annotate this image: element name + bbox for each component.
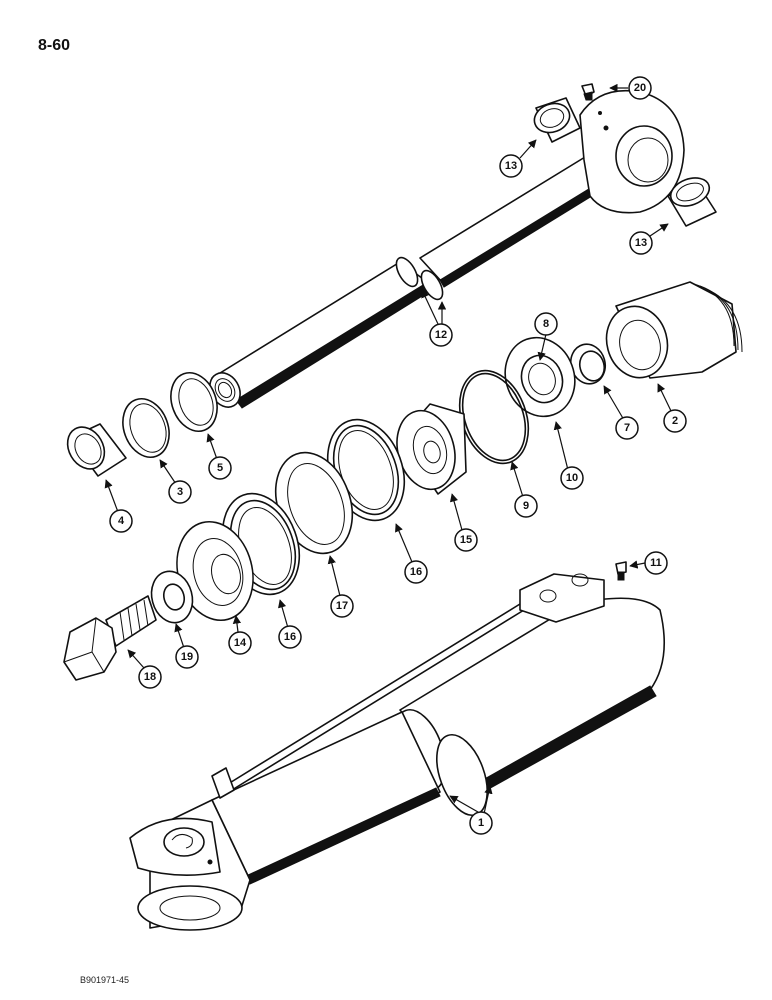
svg-text:4: 4 bbox=[118, 515, 125, 527]
callout-13-right: 13 bbox=[629, 231, 653, 255]
callout-7: 7 bbox=[615, 416, 639, 440]
callout-17: 17 bbox=[330, 594, 354, 618]
callout-3: 3 bbox=[168, 480, 192, 504]
svg-text:7: 7 bbox=[624, 422, 630, 434]
svg-text:2: 2 bbox=[672, 415, 678, 427]
bushing-top-right bbox=[667, 177, 717, 227]
callout-11: 11 bbox=[644, 551, 668, 575]
callout-16-upper: 16 bbox=[404, 560, 428, 584]
figure-code: B901971-45 bbox=[80, 975, 130, 985]
callout-8: 8 bbox=[534, 312, 558, 336]
svg-text:16: 16 bbox=[284, 631, 296, 643]
svg-text:17: 17 bbox=[336, 600, 348, 612]
grease-fitting-tube bbox=[615, 561, 627, 581]
callout-5: 4 bbox=[109, 509, 133, 533]
callout-13-top: 13 bbox=[499, 154, 523, 178]
svg-text:8: 8 bbox=[543, 318, 549, 330]
piston bbox=[396, 403, 467, 495]
cylinder-gland bbox=[605, 281, 743, 379]
svg-text:10: 10 bbox=[566, 472, 578, 484]
svg-text:1: 1 bbox=[478, 817, 484, 829]
svg-text:12: 12 bbox=[435, 329, 447, 341]
callout-10: 10 bbox=[560, 466, 584, 490]
svg-text:19: 19 bbox=[181, 651, 193, 663]
callout-9: 9 bbox=[514, 494, 538, 518]
piston-rod bbox=[209, 89, 685, 409]
callout-18: 18 bbox=[138, 665, 162, 689]
svg-text:14: 14 bbox=[234, 637, 247, 649]
callout-20: 20 bbox=[628, 76, 652, 100]
cap-screw bbox=[63, 595, 157, 681]
callout-19: 19 bbox=[175, 645, 199, 669]
callout-12: 12 bbox=[429, 323, 453, 347]
svg-text:20: 20 bbox=[634, 82, 646, 94]
rod-bushing bbox=[66, 423, 127, 477]
callout-14: 14 bbox=[228, 631, 252, 655]
bushing-top-left bbox=[533, 97, 581, 143]
svg-text:9: 9 bbox=[523, 500, 529, 512]
svg-text:5: 5 bbox=[217, 462, 223, 474]
grease-fitting-top bbox=[581, 83, 595, 101]
cylinder-tube bbox=[129, 573, 665, 931]
callout-16-lower: 16 bbox=[278, 625, 302, 649]
rod-wiper bbox=[170, 372, 218, 432]
svg-text:13: 13 bbox=[635, 237, 647, 249]
svg-text:13: 13 bbox=[505, 160, 517, 172]
rod-seal bbox=[122, 398, 170, 458]
svg-text:3: 3 bbox=[177, 486, 183, 498]
svg-text:15: 15 bbox=[460, 534, 472, 546]
page-number: 8-60 bbox=[38, 37, 71, 54]
wear-ring bbox=[569, 343, 607, 385]
svg-text:16: 16 bbox=[410, 566, 422, 578]
callout-1: 1 bbox=[469, 811, 493, 835]
callout-15: 15 bbox=[454, 528, 478, 552]
backup-washer bbox=[504, 336, 576, 418]
washer bbox=[150, 570, 194, 624]
callout-2: 2 bbox=[663, 409, 687, 433]
piston-wear-ring bbox=[274, 451, 354, 555]
svg-text:11: 11 bbox=[650, 557, 662, 569]
callout-4: 5 bbox=[208, 456, 232, 480]
svg-text:18: 18 bbox=[144, 671, 156, 683]
